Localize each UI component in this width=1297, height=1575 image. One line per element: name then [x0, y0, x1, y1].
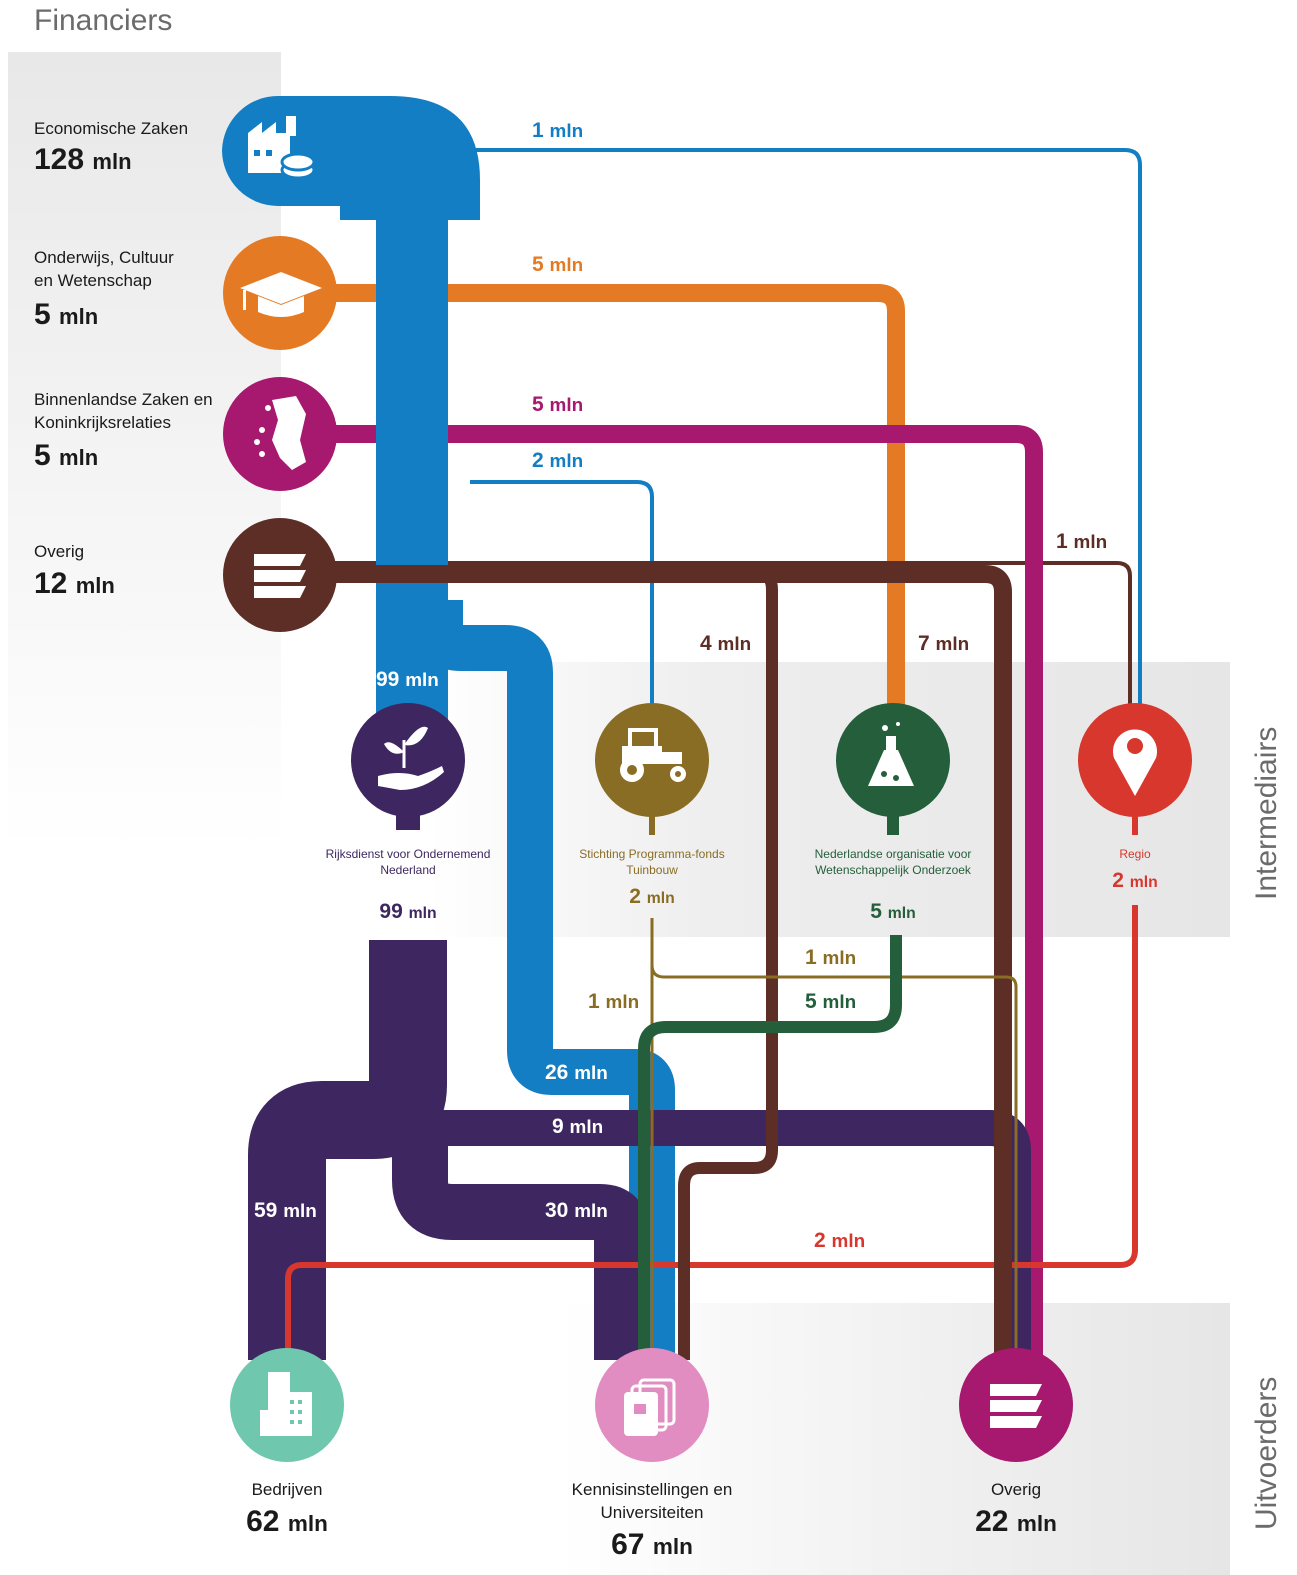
- financiers-title: Financiers: [34, 4, 173, 37]
- flow-bzk-overig: [330, 425, 1043, 1360]
- tractor-icon: [620, 728, 686, 782]
- intermediair-name-tuinbouw: Stichting Programma-fonds Tuinbouw: [579, 847, 725, 877]
- flow-rvo-bedrijven: [248, 940, 447, 1360]
- flow-label-rvo-overig: 9 mln: [552, 1115, 604, 1138]
- flow-label-overig-overig: 7 mln: [918, 632, 970, 655]
- intermediair-name-regio: Regio: [1119, 847, 1151, 861]
- uitvoerder-name-overig: Overig: [990, 1480, 1042, 1499]
- intermediair-name-rvo: Rijksdienst voor Ondernemend Nederland: [325, 847, 491, 877]
- financier-name-bzk: Binnenlandse Zaken en Koninkrijksrelatie…: [34, 390, 213, 432]
- financier-value-bzk: 5 mln: [34, 439, 99, 472]
- plant-hand-icon: [378, 726, 444, 790]
- flow-label-bzk-overig: 5 mln: [532, 393, 584, 416]
- flow-label-overig-kennis: 4 mln: [700, 632, 752, 655]
- intermediair-value-regio: 2 mln: [1112, 869, 1158, 892]
- uitvoerder-value-overig: 22 mln: [975, 1505, 1057, 1538]
- uitvoerder-name-kennis: Kennisinstellingen en Universiteiten: [571, 1480, 733, 1522]
- list-bars-icon: [990, 1384, 1042, 1428]
- flow-label-ez-tuinbouw: 2 mln: [532, 449, 584, 472]
- list-bars-icon: [254, 554, 306, 598]
- financier-value-overig: 12 mln: [34, 567, 115, 600]
- flow-regio-bedrijven: [285, 905, 1138, 1360]
- uitvoerder-value-kennis: 67 mln: [611, 1528, 693, 1561]
- rvo-node: [351, 703, 465, 817]
- uitvoerders-title: Uitvoerders: [1250, 1376, 1283, 1530]
- intermediairs-title: Intermediairs: [1250, 726, 1283, 900]
- uitvoerder-name-bedrijven: Bedrijven: [251, 1480, 323, 1499]
- intermediair-value-rvo: 99 mln: [379, 900, 437, 923]
- graduation-cap-icon: [240, 272, 322, 317]
- books-icon: [624, 1378, 676, 1436]
- flow-rvo-kennis: [392, 1110, 650, 1360]
- uitvoerder-value-bedrijven: 62 mln: [246, 1505, 328, 1538]
- intermediair-value-tuinbouw: 2 mln: [629, 885, 675, 908]
- flask-icon: [868, 722, 914, 786]
- netherlands-map-icon: [254, 396, 306, 470]
- flow-label-ocw-nwo: 5 mln: [532, 253, 584, 276]
- flow-overig-kennis: [678, 568, 778, 1360]
- flow-label-ez-kennis: 26 mln: [545, 1061, 608, 1084]
- factory-coin-icon: [248, 116, 316, 180]
- flow-ez-tuinbouw: [470, 480, 654, 705]
- intermediair-name-nwo: Nederlandse organisatie voor Wetenschapp…: [814, 847, 972, 877]
- flow-label-rvo-kennis: 30 mln: [545, 1199, 608, 1222]
- intermediair-value-nwo: 5 mln: [870, 900, 916, 923]
- flow-ocw-nwo: [330, 284, 905, 705]
- flow-label-regio-bedrijven: 2 mln: [814, 1229, 866, 1252]
- financier-value-ez: 128 mln: [34, 143, 132, 176]
- flow-label-tuinbouw-kennis: 1 mln: [588, 990, 640, 1013]
- location-pin-icon: [1113, 729, 1157, 796]
- financier-name-ez: Economische Zaken: [34, 119, 189, 138]
- buildings-icon: [260, 1372, 312, 1436]
- flow-label-tuinbouw-overig: 1 mln: [805, 946, 857, 969]
- financier-name-ocw: Onderwijs, Cultuur en Wetenschap: [34, 248, 174, 290]
- flow-ez-regio: [470, 148, 1142, 708]
- flow-overig-main: [330, 565, 1012, 1360]
- flow-label-rvo-bedrijven: 59 mln: [254, 1199, 317, 1222]
- flow-label-ez-rvo: 99 mln: [376, 668, 439, 691]
- flow-overig-regio: [330, 561, 1132, 708]
- flow-label-nwo-kennis: 5 mln: [805, 990, 857, 1013]
- flow-label-overig-regio: 1 mln: [1056, 530, 1108, 553]
- financier-name-overig: Overig: [34, 542, 85, 561]
- flow-label-ez-regio: 1 mln: [532, 119, 584, 142]
- financier-value-ocw: 5 mln: [34, 298, 99, 331]
- flow-nwo-kennis: [638, 935, 902, 1360]
